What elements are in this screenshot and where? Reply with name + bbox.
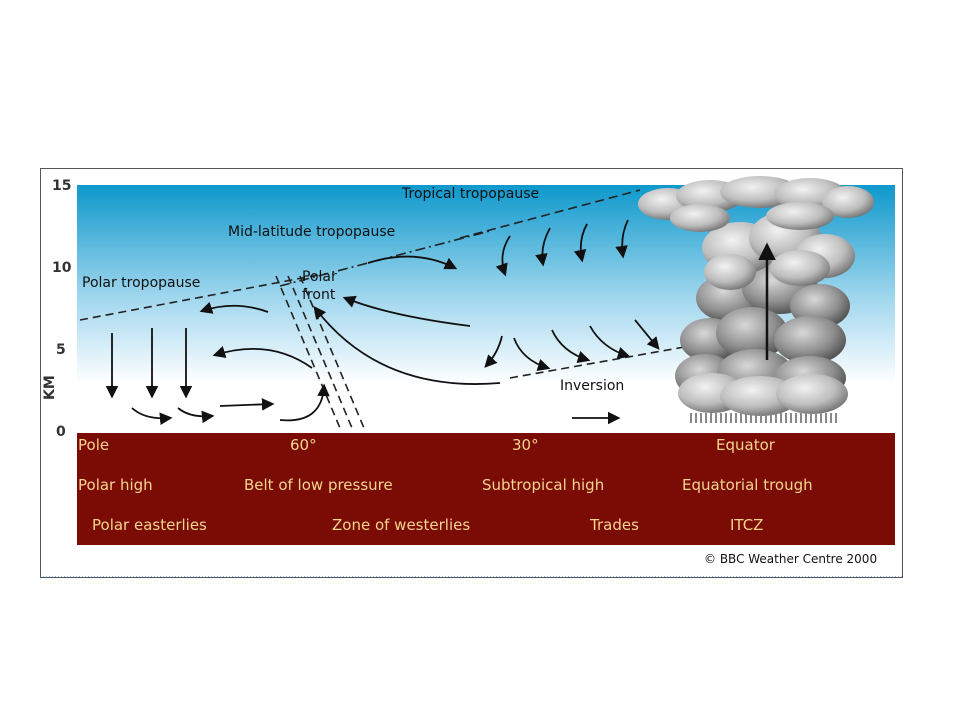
polar-return-arrow xyxy=(212,346,313,369)
subtropical-descent-arrow-3 xyxy=(573,223,588,263)
ferrel-rise-arrow xyxy=(313,305,501,385)
cumulonimbus-cloud xyxy=(638,176,874,423)
subtropical-descent-arrow-5 xyxy=(484,335,503,368)
hadley-arrow-3 xyxy=(589,325,631,360)
polar-front-line-2 xyxy=(287,275,353,429)
polar-front-line-3 xyxy=(299,275,365,429)
subtropical-descent-arrow-4 xyxy=(615,219,629,259)
polar-surface-arrow-1 xyxy=(131,407,173,426)
polar-surface-arrow-3 xyxy=(219,398,275,411)
wind-itcz: ITCZ xyxy=(730,516,763,534)
hadley-arrow-1 xyxy=(513,337,551,372)
wind-trades: Trades xyxy=(589,516,639,534)
diagram-canvas: 15 10 5 0 KM xyxy=(40,168,904,578)
label-polar-tropopause: Polar tropopause xyxy=(82,275,200,291)
y-tick-0: 0 xyxy=(56,424,66,440)
tropical-tropopause-line xyxy=(459,189,641,239)
polar-front-lines xyxy=(275,275,365,429)
hadley-arrow-4 xyxy=(634,319,660,350)
sky-labels: Tropical tropopause Mid-latitude tropopa… xyxy=(82,186,624,394)
label-mid-latitude-tropopause: Mid-latitude tropopause xyxy=(228,224,395,240)
inversion-line xyxy=(509,345,691,379)
latitude-30: 30° xyxy=(512,436,539,454)
y-axis-title: KM xyxy=(42,375,58,400)
circulation-arrows xyxy=(105,219,660,426)
latitude-pole: Pole xyxy=(78,436,109,454)
y-tick-5: 5 xyxy=(56,342,66,358)
polar-top-return-arrow xyxy=(199,301,269,314)
pressure-subtropical-high: Subtropical high xyxy=(482,476,604,494)
pressure-polar-high: Polar high xyxy=(78,476,153,494)
label-inversion: Inversion xyxy=(560,378,624,394)
copyright-credit: © BBC Weather Centre 2000 xyxy=(704,552,877,566)
label-polar-front-1: Polar xyxy=(302,269,337,285)
ground-labels: Pole 60° 30° Equator Polar high Belt of … xyxy=(78,436,813,534)
polar-front-rise-arrow xyxy=(279,383,330,422)
polar-surface-arrow-2 xyxy=(177,407,215,424)
label-tropical-tropopause: Tropical tropopause xyxy=(401,186,539,202)
hadley-arrow-2 xyxy=(551,329,591,364)
wind-polar-easterlies: Polar easterlies xyxy=(92,516,207,534)
y-tick-10: 10 xyxy=(52,260,72,276)
pressure-equatorial-trough: Equatorial trough xyxy=(682,476,813,494)
pressure-low-belt: Belt of low pressure xyxy=(244,476,393,494)
subtropical-descent-arrow-2 xyxy=(535,227,551,267)
latitude-60: 60° xyxy=(290,436,317,454)
atmospheric-circulation-diagram: 15 10 5 0 KM xyxy=(40,168,904,578)
ferrel-upper-arrow xyxy=(342,295,471,327)
label-polar-front-2: front xyxy=(302,287,336,303)
y-tick-15: 15 xyxy=(52,178,71,194)
subtropical-descent-arrow-1 xyxy=(495,235,511,277)
polar-front-line-1 xyxy=(275,275,341,429)
ground-band xyxy=(77,433,895,545)
wind-westerlies: Zone of westerlies xyxy=(332,516,470,534)
latitude-equator: Equator xyxy=(716,436,776,454)
upper-westerly-arrow xyxy=(367,255,458,270)
y-axis: 15 10 5 0 KM xyxy=(42,178,72,440)
